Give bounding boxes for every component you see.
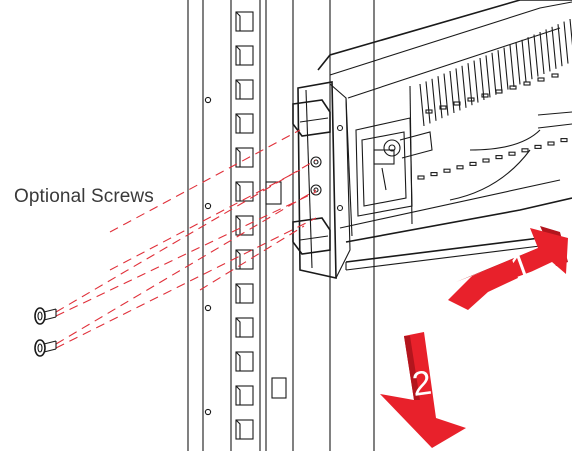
rail-slot [534,144,542,149]
hatch-line [491,52,497,95]
step-2-label: 2 [410,364,434,404]
hatch-line [515,42,521,85]
slide-rail [292,0,572,280]
rack-hole [235,215,254,236]
hatch-line [509,44,515,88]
hatch-line [467,63,473,106]
hatch-line [557,24,563,67]
hatch-line [497,50,503,93]
rail-slot [443,168,451,173]
hatch-line [431,78,437,121]
rack-hole [235,181,254,202]
rack-hole-bevel [235,283,241,303]
screw-icon [34,339,57,357]
hatch-line [539,31,545,75]
rack-hole [235,113,254,134]
rail-slot [495,89,503,94]
rack-hole [235,249,254,270]
hatch-line [449,70,455,114]
rack-hole-bevel [235,419,241,439]
rack-hole [235,11,254,32]
dashed-guide-line [199,225,305,291]
dashed-guide-line [109,169,301,271]
rail-slot [453,101,461,106]
rail-slot [430,172,438,177]
dashed-guide-line [55,189,317,345]
rail-slot [523,81,531,86]
rail-slot [482,158,490,163]
rail-slot [439,105,447,110]
rail-slot [509,85,517,90]
hatch-line [569,18,572,46]
rack-hole [235,45,254,66]
rack-hole-bevel [235,11,241,31]
dashed-guide-line [109,129,301,233]
hatch-line [563,21,569,64]
rack-hole-bevel [235,45,241,65]
hatch-line [479,57,485,101]
rail-perforations [417,73,568,180]
dashed-guide-line [55,159,317,313]
rack-hole-bevel [235,351,241,371]
rack-hole-bevel [235,113,241,133]
rail-hatch [419,18,572,127]
rack-hole-bevel [235,181,241,201]
hatch-line [545,29,551,72]
red-arrow-down-icon: 2 [380,332,466,448]
rack-hole-bevel [235,249,241,269]
rail-slot [495,155,503,160]
hatch-line [443,73,449,116]
screw-icon [34,307,57,325]
rail-slot [417,175,425,180]
screw-guide-lines [55,129,317,349]
rail-slot [481,93,489,98]
rack-hole-bevel [235,147,241,167]
rail-slot [537,77,545,82]
rack-hole [235,385,254,406]
rack-hole-bevel [235,317,241,337]
rail-slot [551,73,559,78]
rack-hole-bevel [235,79,241,99]
hatch-line [503,47,509,90]
rack-hole [235,351,254,372]
hatch-line [455,68,461,111]
rail-slot [521,148,529,153]
rack-hole-bevel [235,215,241,235]
hatch-line [485,55,491,98]
hatch-line [473,60,479,103]
rack-hole-bevel [235,385,241,405]
rack-square-holes [235,11,254,440]
optional-screws-label: Optional Screws [14,186,154,207]
rack-hole [235,147,254,168]
hatch-line [527,37,533,80]
hatch-line [425,81,431,124]
rail-slot [456,165,464,170]
hatch-line [437,76,443,119]
rack-hole [235,317,254,338]
rail-slot [469,161,477,166]
hatch-line [461,65,467,108]
red-arrow-left-down-icon: 1 [448,226,568,310]
hatch-line [533,34,539,77]
hatch-line [551,26,557,69]
rail-slot [560,138,568,143]
rack-hole [235,283,254,304]
hatch-line [521,39,527,82]
hatch-line [419,83,425,127]
rack-hole [235,419,254,440]
dashed-guide-line [55,217,317,349]
rack-hole [235,79,254,100]
dashed-guide-line [55,191,317,317]
rail-slot [508,151,516,156]
rack-post [187,0,375,451]
rail-slot [547,141,555,146]
